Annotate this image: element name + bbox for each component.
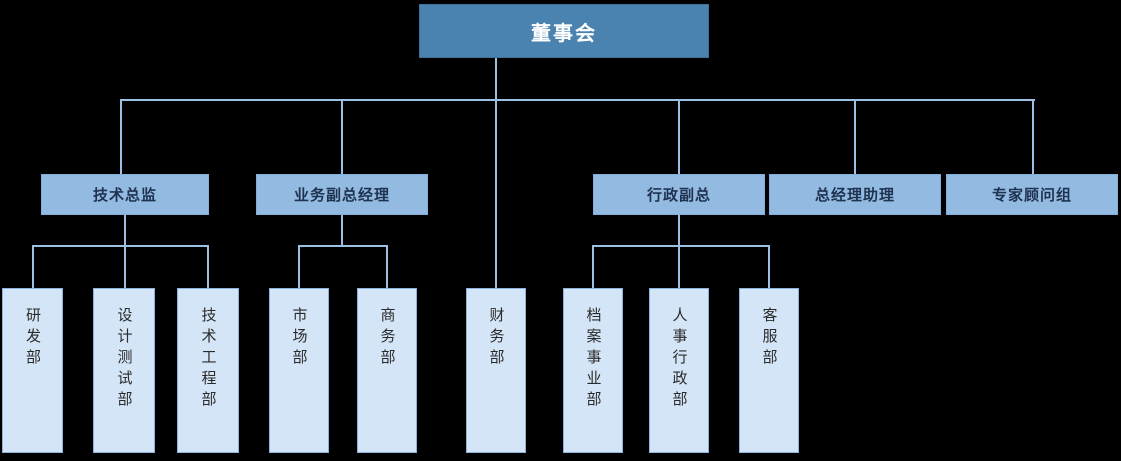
org-node-tech-director[interactable]: 技术总监 — [41, 174, 209, 215]
org-node-label: 市场部 — [290, 307, 308, 370]
connector-admin-vp-stem — [678, 214, 680, 247]
org-node-label: 董事会 — [531, 22, 597, 45]
connector-root-to-tech-director — [120, 99, 122, 174]
connector-admin-vp-to-archive-dept — [592, 245, 594, 289]
connector-root-to-expert-group — [1032, 99, 1034, 174]
org-node-label: 研发部 — [24, 307, 41, 370]
org-node-label: 技术工程部 — [199, 307, 217, 412]
connector-biz-vp-stem — [341, 214, 343, 247]
org-node-biz-vp[interactable]: 业务副总经理 — [256, 174, 428, 215]
connector-tech-director-bus — [32, 245, 209, 247]
connector-root-to-biz-vp — [341, 99, 343, 174]
org-node-label: 专家顾问组 — [991, 187, 1072, 204]
connector-root-to-finance-dept — [495, 99, 497, 289]
connector-tech-director-to-tech-eng-dept — [207, 245, 209, 289]
org-node-admin-vp[interactable]: 行政副总 — [593, 174, 765, 215]
connector-root-stem — [495, 57, 497, 101]
org-node-label: 行政副总 — [646, 187, 711, 204]
org-node-label: 总经理助理 — [814, 187, 895, 204]
org-node-finance-dept[interactable]: 财务部 — [466, 288, 526, 453]
org-node-label: 技术总监 — [92, 187, 157, 204]
org-node-hr-admin-dept[interactable]: 人事行政部 — [649, 288, 709, 453]
org-node-business-dept[interactable]: 商务部 — [357, 288, 417, 453]
org-node-tech-eng-dept[interactable]: 技术工程部 — [177, 288, 239, 453]
connector-tech-director-to-rd-dept — [32, 245, 34, 289]
org-node-label: 业务副总经理 — [293, 187, 390, 204]
connector-root-to-gm-assistant — [854, 99, 856, 174]
org-node-design-test-dept[interactable]: 设计测试部 — [93, 288, 155, 453]
connector-biz-vp-to-business-dept — [386, 245, 388, 289]
org-node-label: 财务部 — [487, 307, 505, 370]
org-node-expert-group[interactable]: 专家顾问组 — [946, 174, 1118, 215]
connector-root-to-admin-vp — [678, 99, 680, 174]
org-node-rd-dept[interactable]: 研发部 — [2, 288, 63, 453]
org-node-label: 客服部 — [760, 307, 778, 370]
connector-tech-director-stem — [124, 214, 126, 247]
org-node-label: 设计测试部 — [115, 307, 133, 412]
org-node-gm-assistant[interactable]: 总经理助理 — [769, 174, 941, 215]
org-node-label: 档案事业部 — [584, 307, 602, 412]
connector-root-bus — [120, 99, 1035, 101]
org-node-market-dept[interactable]: 市场部 — [269, 288, 329, 453]
org-node-label: 人事行政部 — [670, 307, 688, 412]
connector-biz-vp-to-market-dept — [298, 245, 300, 289]
connector-admin-vp-to-hr-admin-dept — [678, 245, 680, 289]
org-node-archive-dept[interactable]: 档案事业部 — [563, 288, 623, 453]
connector-admin-vp-bus — [592, 245, 770, 247]
org-node-board-of-directors[interactable]: 董事会 — [419, 4, 709, 58]
org-node-label: 商务部 — [378, 307, 396, 370]
org-node-customer-service-dept[interactable]: 客服部 — [739, 288, 799, 453]
connector-admin-vp-to-customer-service-dept — [768, 245, 770, 289]
connector-biz-vp-bus — [298, 245, 388, 247]
connector-tech-director-to-design-test-dept — [124, 245, 126, 289]
